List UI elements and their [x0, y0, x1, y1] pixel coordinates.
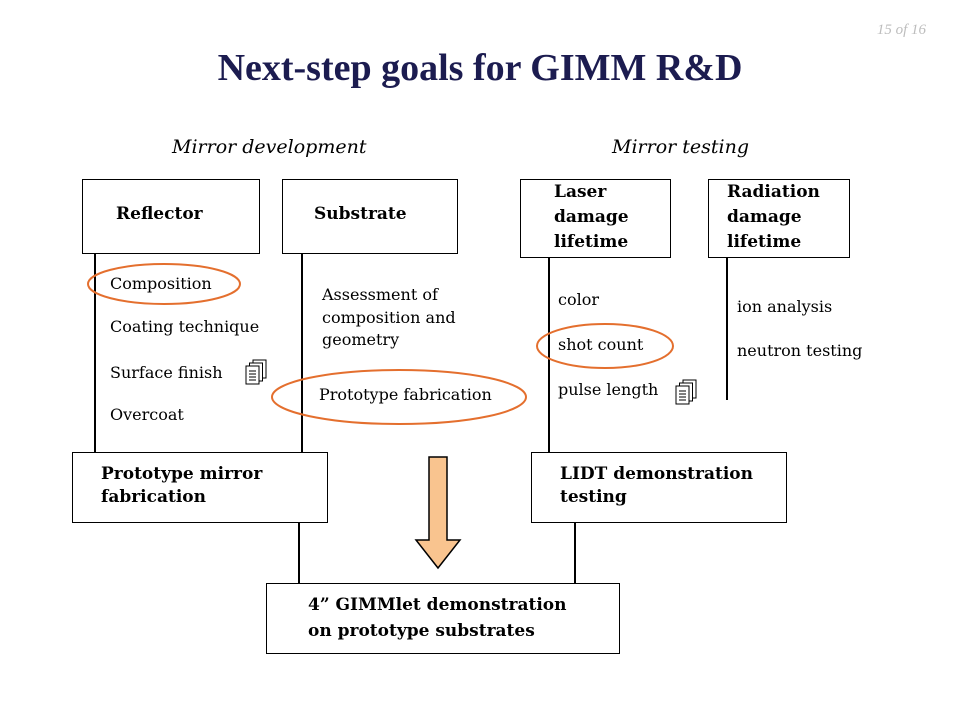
lidt-line-2: testing [560, 487, 627, 507]
reflector-item-composition: Composition [110, 274, 212, 293]
laser-box-line-3: lifetime [554, 232, 629, 252]
gimmlet-line-2: on prototype substrates [308, 621, 535, 641]
reflector-box: Reflector [82, 179, 260, 254]
substrate-box-label: Substrate [314, 204, 407, 224]
radiation-box-line-3: lifetime [727, 232, 802, 252]
prototype-mirror-line-1: Prototype mirror [101, 464, 263, 484]
radiation-box-line-1: Radiation [727, 182, 820, 202]
substrate-item-line-2: composition and [322, 308, 456, 327]
section-heading-mirror-testing: Mirror testing [612, 136, 749, 158]
lidt-line-1: LIDT demonstration [560, 464, 754, 484]
laser-box-line-1: Laser [554, 182, 607, 202]
reflector-item-coating: Coating technique [110, 317, 260, 336]
radiation-item-ion-analysis: ion analysis [737, 297, 833, 316]
laser-box-line-2: damage [554, 207, 629, 227]
laser-item-shot-count: shot count [558, 335, 644, 354]
document-stack-icon [675, 379, 697, 405]
lidt-testing-box: LIDT demonstration testing [531, 452, 787, 523]
gimmlet-line-1: 4” GIMMlet demonstration [308, 595, 567, 615]
substrate-item-line-1: Assessment of [322, 285, 438, 304]
laser-damage-box: Laser damage lifetime [520, 179, 671, 258]
substrate-item-line-3: geometry [322, 330, 400, 349]
reflector-box-label: Reflector [116, 204, 203, 224]
substrate-box: Substrate [282, 179, 458, 254]
reflector-item-surface-finish: Surface finish [110, 363, 223, 382]
radiation-item-neutron-testing: neutron testing [737, 341, 863, 360]
down-arrow-icon [414, 456, 462, 570]
slide-title: Next-step goals for GIMM R&D [217, 47, 743, 89]
radiation-damage-box: Radiation damage lifetime [708, 179, 850, 258]
gimmlet-demonstration-box: 4” GIMMlet demonstration on prototype su… [266, 583, 620, 654]
laser-item-pulse-length: pulse length [558, 380, 659, 399]
reflector-item-overcoat: Overcoat [110, 405, 184, 424]
prototype-mirror-line-2: fabrication [101, 487, 207, 507]
laser-item-color: color [558, 290, 599, 309]
section-heading-mirror-development: Mirror development [172, 136, 367, 158]
prototype-mirror-box: Prototype mirror fabrication [72, 452, 328, 523]
radiation-box-line-2: damage [727, 207, 802, 227]
substrate-item-prototype-fabrication: Prototype fabrication [319, 385, 492, 404]
document-stack-icon [245, 359, 267, 385]
page-number: 15 of 16 [876, 22, 926, 38]
